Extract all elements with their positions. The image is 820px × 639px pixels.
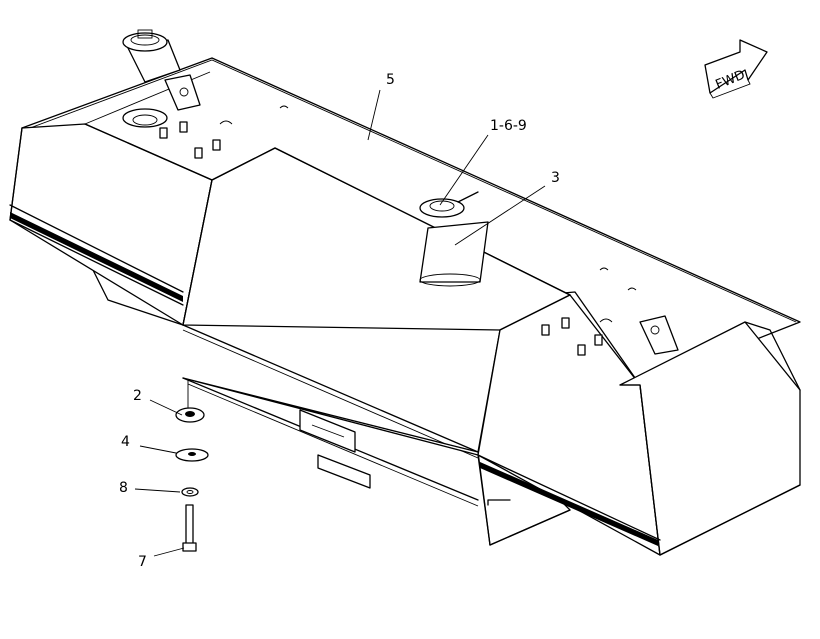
tank-right-end (477, 294, 801, 556)
spacer (181, 487, 199, 497)
bolt (185, 504, 194, 546)
callout-labels: 5 1-6-9 3 2 4 8 7 (119, 72, 560, 570)
callout-3: 3 (551, 170, 560, 186)
sending-unit (419, 191, 489, 287)
callout-2: 2 (133, 388, 142, 404)
forward-direction-arrow: FWD (704, 39, 768, 99)
filler-neck (122, 29, 181, 83)
right-fittings (541, 267, 679, 356)
callout-7: 7 (138, 554, 147, 570)
callout-1-6-9: 1-6-9 (490, 118, 527, 134)
callout-8: 8 (119, 480, 128, 496)
leader-lines (134, 89, 546, 557)
callout-5: 5 (386, 72, 395, 88)
top-fittings (122, 74, 289, 159)
callout-4: 4 (121, 434, 130, 450)
mount-hardware (175, 380, 209, 552)
